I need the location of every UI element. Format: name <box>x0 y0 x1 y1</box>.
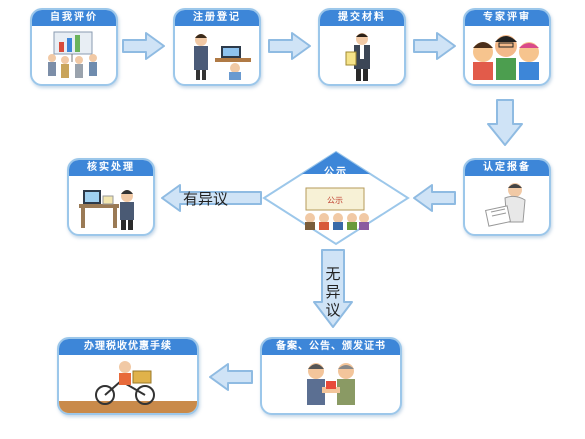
down-arrow-icon <box>313 249 353 328</box>
left-arrow-icon <box>413 184 456 212</box>
publicity-decision: 公示 公示 <box>262 150 410 246</box>
step-title: 办理税收优惠手续 <box>59 339 197 355</box>
step-title: 认定报备 <box>465 160 549 176</box>
no-objection-char: 无 <box>325 265 341 283</box>
down-arrow-icon <box>487 99 523 146</box>
registration-desk-illustration <box>175 28 259 84</box>
step-title: 提交材料 <box>320 10 404 26</box>
left-arrow-icon <box>161 184 262 212</box>
right-arrow-icon <box>268 32 311 60</box>
publicity-board-text: 公示 <box>327 196 343 205</box>
step-title: 核实处理 <box>69 160 153 176</box>
office-verification-illustration <box>69 178 153 234</box>
handshake-illustration <box>262 357 400 413</box>
no-objection-label: 无 异 议 <box>324 265 342 319</box>
writing-figure-illustration <box>465 178 549 234</box>
step-registration: 注册登记 <box>173 8 261 86</box>
objection-label: 有异议 <box>183 190 229 208</box>
right-arrow-icon <box>413 32 456 60</box>
no-objection-char: 议 <box>325 301 341 319</box>
step-title: 公示 <box>324 167 348 178</box>
step-title: 自我评价 <box>32 10 116 26</box>
step-title: 备案、公告、颁发证书 <box>262 339 400 355</box>
no-objection-char: 异 <box>325 283 341 301</box>
step-filing-announcement-certificate: 备案、公告、颁发证书 <box>260 337 402 415</box>
step-title: 专家评审 <box>465 10 549 26</box>
left-arrow-icon <box>209 363 253 391</box>
step-verification: 核实处理 <box>67 158 155 236</box>
step-title: 注册登记 <box>175 10 259 26</box>
step-submit-materials: 提交材料 <box>318 8 406 86</box>
right-arrow-icon <box>122 32 165 60</box>
step-self-evaluation: 自我评价 <box>30 8 118 86</box>
cyclist-illustration <box>59 357 197 413</box>
people-chart-illustration <box>32 28 116 84</box>
person-with-document-illustration <box>320 28 404 84</box>
step-expert-review: 专家评审 <box>463 8 551 86</box>
step-tax-incentive-procedures: 办理税收优惠手续 <box>57 337 199 415</box>
expert-panel-illustration <box>465 28 549 84</box>
step-recognition-filing: 认定报备 <box>463 158 551 236</box>
